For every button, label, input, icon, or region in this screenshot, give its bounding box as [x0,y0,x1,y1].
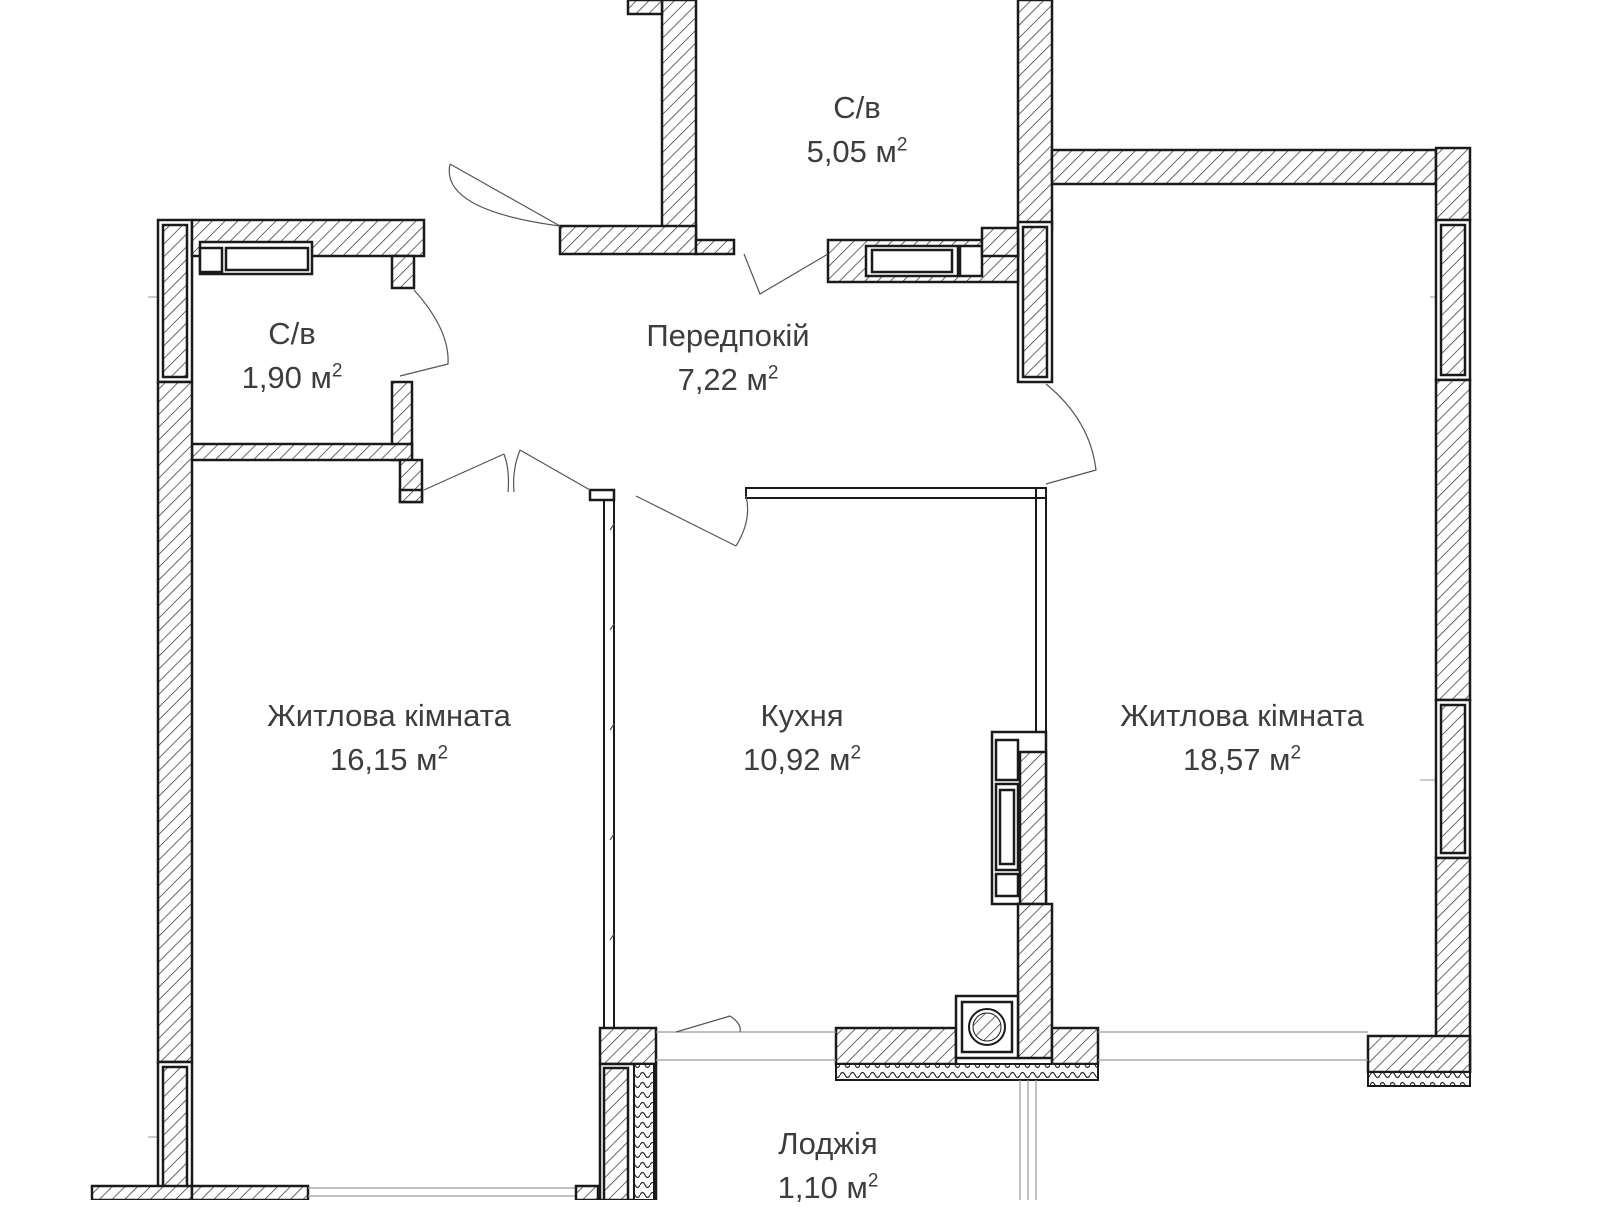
wall-partition-kitchen [588,488,658,1200]
room-name: Житлова кімната [1120,698,1364,733]
room-name: Лоджія [778,1126,878,1161]
wall-hall-right [826,220,1054,384]
room-label-hallway: Передпокій 7,22 м2 [548,314,908,402]
room-area: 1,90 м2 [241,360,343,395]
room-label-living-left: Житлова кімната 16,15 м2 [209,694,569,782]
wall-top-right [1050,146,1472,1087]
wall-left-outer [90,380,600,1200]
wall-top-bathroom [558,0,1054,256]
door-swings [399,163,1097,1033]
room-area: 10,92 м2 [742,742,862,777]
room-area: 1,10 м2 [777,1170,879,1205]
room-name: С/в [833,90,881,125]
room-area: 18,57 м2 [1182,742,1302,777]
room-label-bathroom-small: С/в 1,90 м2 [112,312,472,400]
wall-kitchen-right [745,487,1054,1060]
room-name: Житлова кімната [267,698,511,733]
wall-left-bathroom [156,218,426,504]
room-area: 7,22 м2 [677,362,779,397]
room-name: С/в [268,316,316,351]
room-area: 16,15 м2 [329,742,449,777]
room-label-living-right: Житлова кімната 18,57 м2 [1062,694,1422,782]
wall-bottom-kitchen [834,994,1100,1081]
room-label-kitchen: Кухня 10,92 м2 [622,694,982,782]
room-name: Передпокій [646,318,810,353]
room-label-bathroom-large: С/в 5,05 м2 [677,86,1037,174]
room-name: Кухня [760,698,844,733]
room-area: 5,05 м2 [806,134,908,169]
room-label-loggia: Лоджія 1,10 м2 [648,1122,1008,1210]
windows [656,1031,1368,1200]
partition-ticks [609,523,615,941]
